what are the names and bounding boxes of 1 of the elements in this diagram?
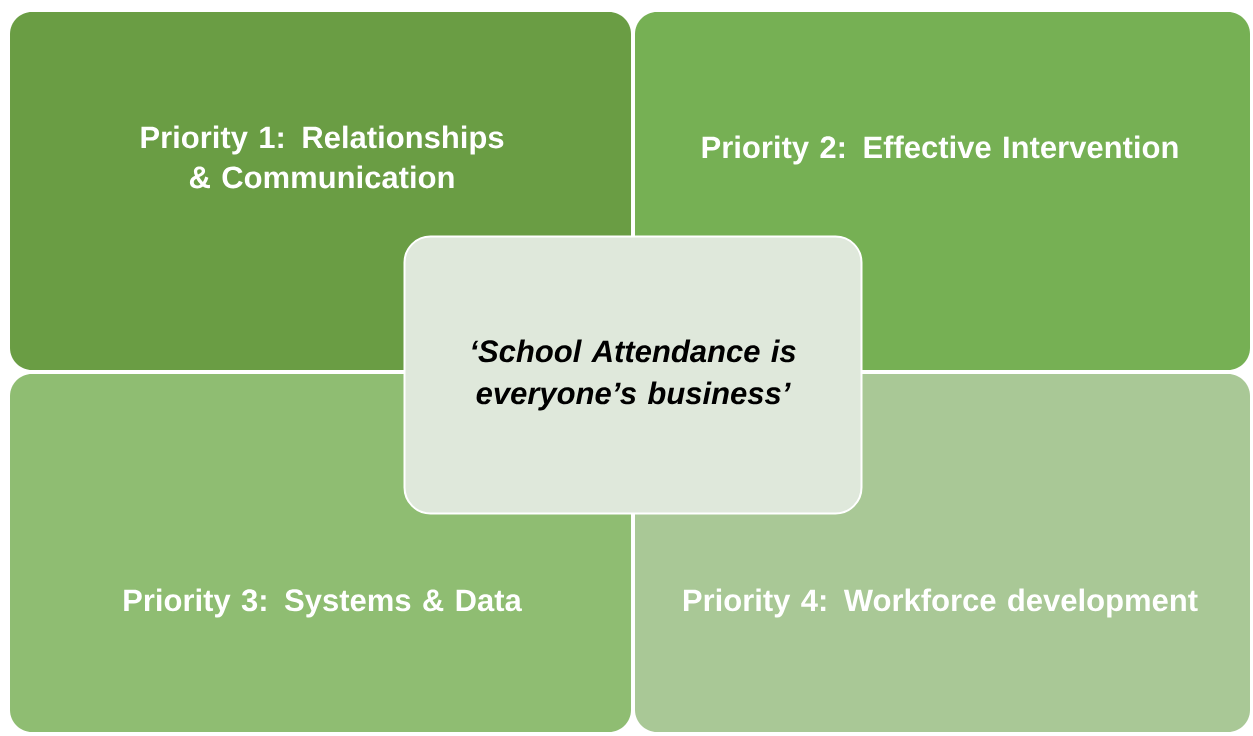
center-box: ‘School Attendance is everyone’s business’ xyxy=(403,235,863,515)
